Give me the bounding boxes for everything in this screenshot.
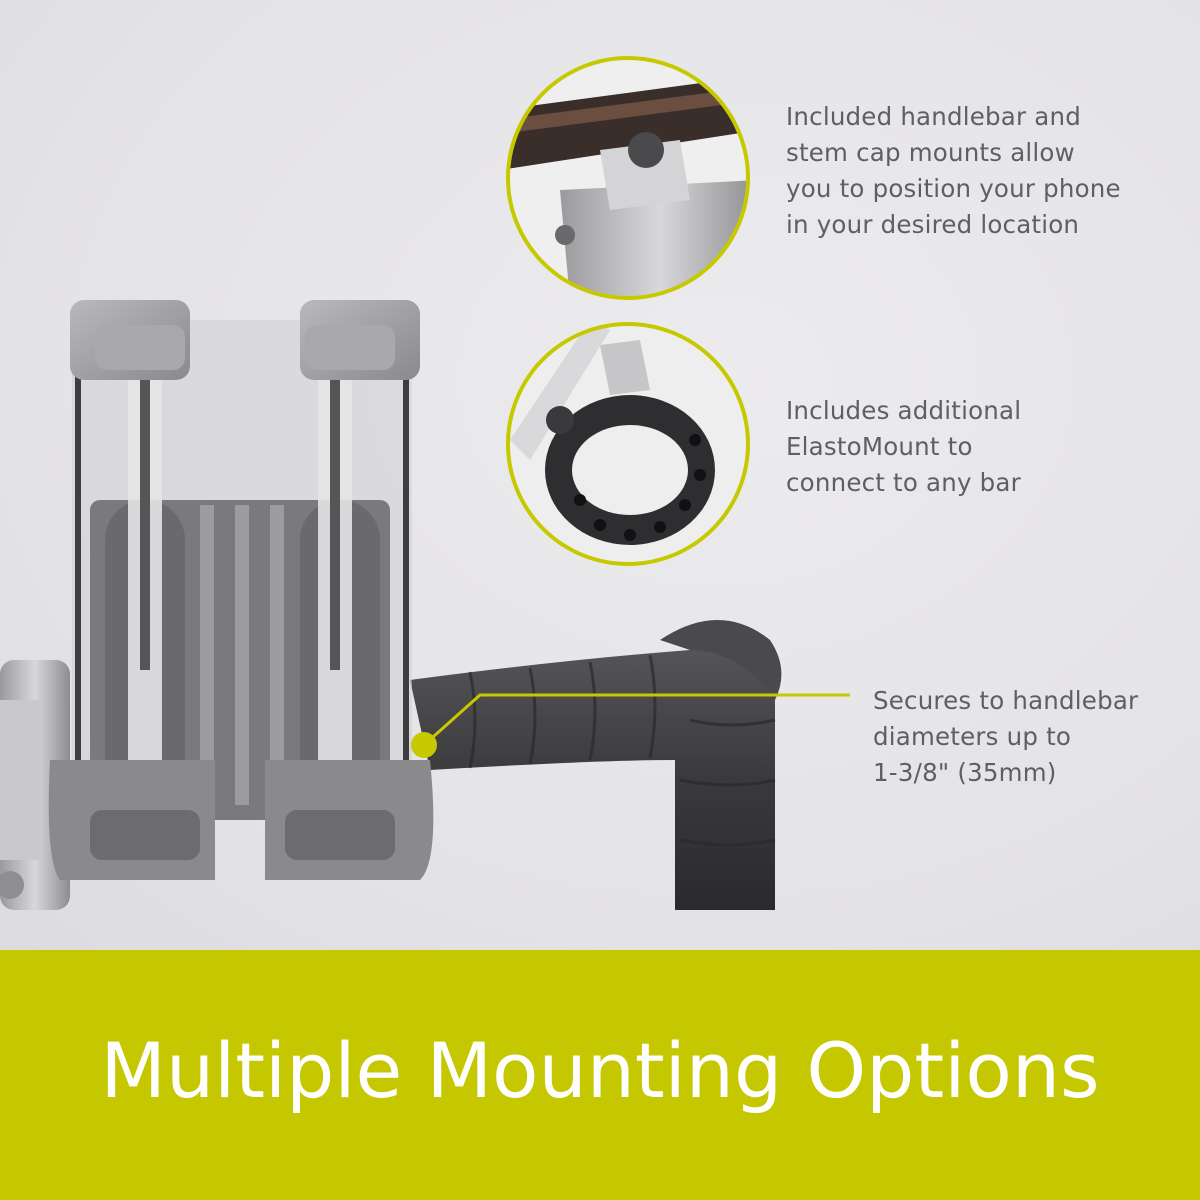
- stem: [0, 660, 70, 910]
- handlebar-callout: [411, 693, 850, 758]
- feature-text-elastomount: Includes additional ElastoMount to conne…: [786, 396, 1022, 497]
- title-banner: [0, 950, 1200, 1200]
- product-photo-area: Included handlebar and stem cap mounts a…: [0, 0, 1200, 950]
- banner-title: Multiple Mounting Options: [100, 1026, 1100, 1115]
- detail-stem-cap-mount: [506, 56, 750, 300]
- product-illustration: [0, 56, 850, 910]
- handlebar: [410, 620, 782, 910]
- phone-holder: [48, 300, 434, 880]
- feature-text-handlebar-diameter: Secures to handlebar diameters up to 1-3…: [873, 686, 1139, 787]
- feature-text-stem-cap: Included handlebar and stem cap mounts a…: [786, 102, 1121, 239]
- detail-elastomount: [506, 322, 750, 566]
